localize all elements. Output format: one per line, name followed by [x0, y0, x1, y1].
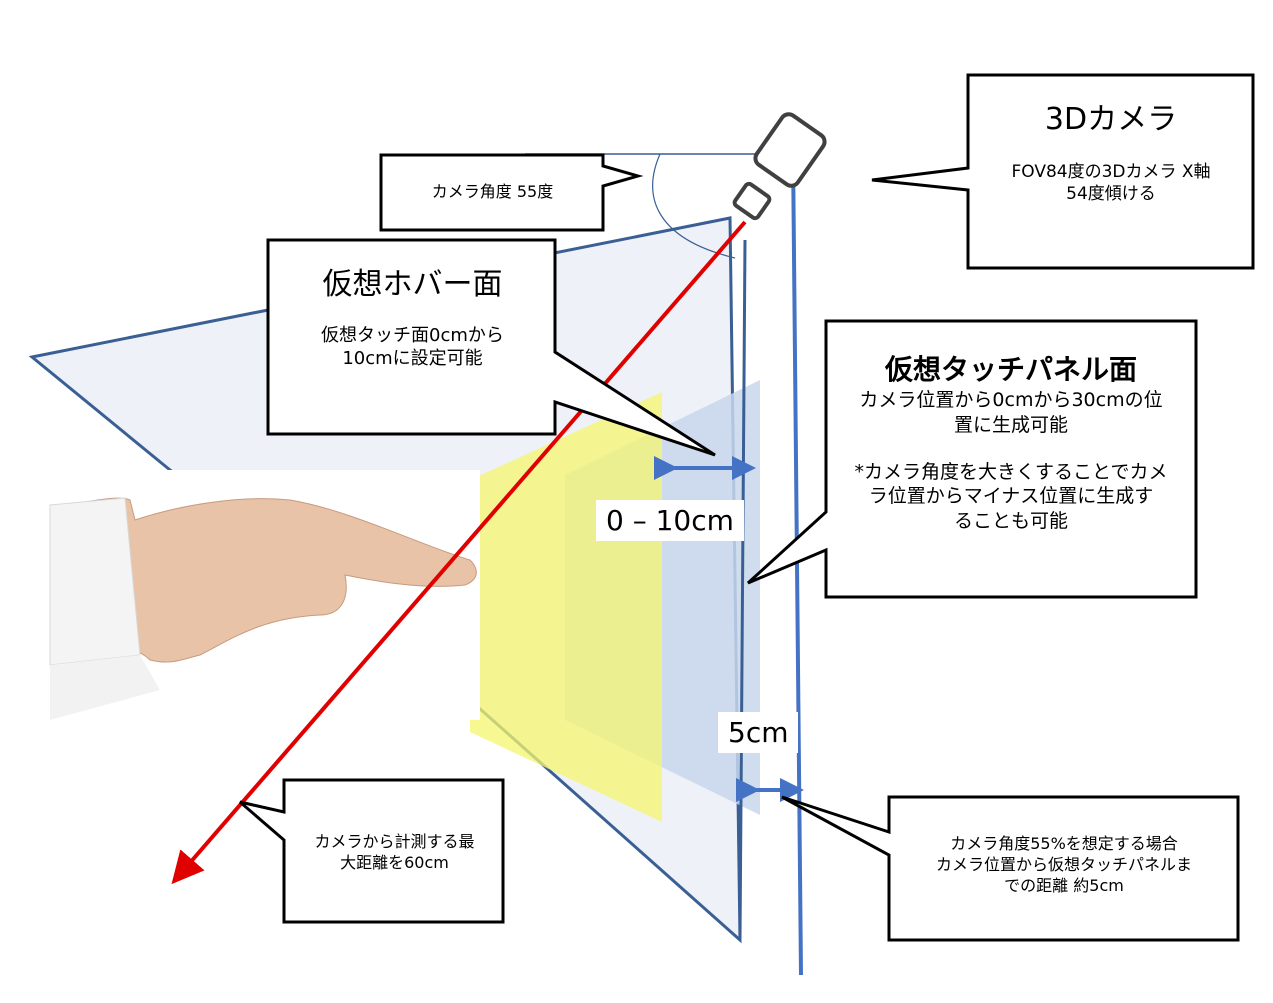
distance-line2: カメラ位置から仮想タッチパネルま — [935, 854, 1192, 874]
touch-panel-line5: ることも可能 — [953, 510, 1068, 533]
camera3d-line1: FOV84度の3Dカメラ X軸 — [1011, 162, 1211, 182]
touch-panel-line2: 置に生成可能 — [953, 414, 1068, 437]
distance-callout-box — [781, 795, 1240, 942]
hover-plane — [470, 392, 662, 822]
camera-angle-label: カメラ角度 55度 — [431, 182, 554, 201]
distance-callout: カメラ角度55%を想定する場合 カメラ位置から仮想タッチパネルま での距離 約5… — [896, 834, 1232, 896]
touch-panel-line4: ラ位置からマイナス位置に生成す — [868, 485, 1154, 508]
hover-line1: 仮想タッチ面0cmから — [321, 325, 504, 346]
camera3d-title: 3Dカメラ — [1044, 102, 1178, 137]
touch-panel-title: 仮想タッチパネル面 — [884, 353, 1137, 386]
touch-panel-line3: *カメラ角度を大きくすることでカメ — [854, 460, 1168, 483]
camera-angle-arc — [652, 153, 736, 259]
hover-line2: 10cmに設定可能 — [342, 348, 483, 370]
touch-panel-callout: 仮想タッチパネル面 カメラ位置から0cmから30cmの位 置に生成可能 *カメラ… — [833, 352, 1189, 534]
camera3d-callout: 3Dカメラ FOV84度の3Dカメラ X軸 54度傾ける — [975, 100, 1247, 205]
hover-callout-box — [266, 238, 716, 457]
hover-title: 仮想ホバー面 — [322, 267, 503, 302]
distance-line3: での距離 約5cm — [1004, 875, 1124, 895]
camera3d-line2: 54度傾ける — [1066, 184, 1156, 205]
camera-angle-callout-box — [379, 153, 644, 232]
touch-panel-line1: カメラ位置から0cmから30cmの位 — [859, 389, 1163, 412]
distance-line1: カメラ角度55%を想定する場合 — [950, 834, 1178, 853]
pointing-hand-icon — [49, 470, 480, 720]
touch-panel-callout-box — [746, 319, 1198, 599]
max-distance-line1: カメラから計測する最 — [314, 832, 475, 851]
camera3d-callout-box — [871, 73, 1255, 270]
camera-icon — [732, 112, 827, 221]
hover-callout: 仮想ホバー面 仮想タッチ面0cmから 10cmに設定可能 — [275, 265, 550, 371]
max-distance-callout-box — [239, 778, 505, 924]
max-distance-callout: カメラから計測する最 大距離を60cm — [292, 832, 497, 874]
hover-range-label: 0 – 10cm — [596, 500, 744, 541]
plane-front-edge — [738, 239, 747, 941]
max-distance-ray — [171, 220, 747, 885]
gap-label: 5cm — [718, 712, 799, 753]
max-distance-line2: 大距離を60cm — [340, 852, 449, 872]
